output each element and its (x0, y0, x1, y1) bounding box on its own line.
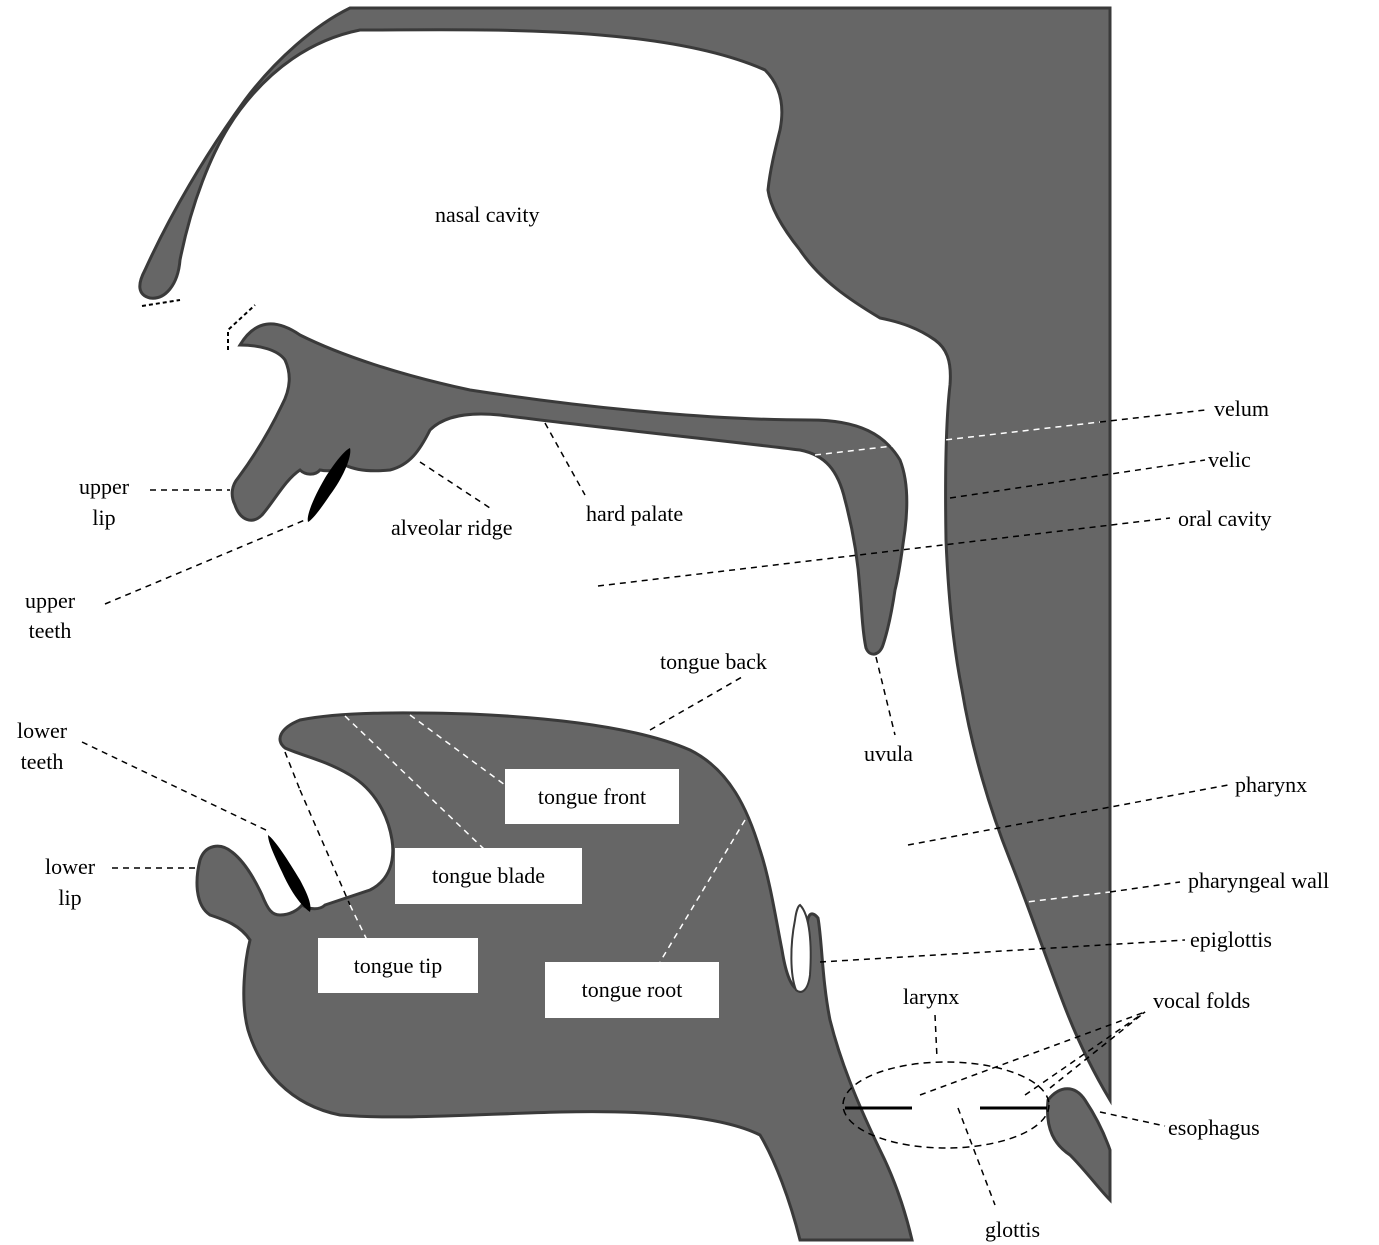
label-vocal-folds: vocal folds (1153, 986, 1250, 1016)
leader-lower-teeth (82, 742, 270, 832)
label-upper-teeth-line2: teeth (8, 616, 92, 646)
label-pharyngeal-wall: pharyngeal wall (1188, 866, 1329, 896)
label-velic: velic (1208, 445, 1251, 475)
lower-incisor (268, 835, 311, 912)
label-glottis: glottis (985, 1215, 1040, 1245)
leader-tongue-back (650, 677, 742, 730)
label-tongue-front: tongue front (505, 769, 679, 824)
leader-velum-ext (1100, 410, 1205, 422)
leader-tongue-tip-a (285, 752, 300, 790)
label-larynx: larynx (903, 982, 959, 1012)
leader-larynx (935, 1015, 937, 1058)
leader-alveolar-ridge (420, 462, 493, 510)
leader-esophagus (1100, 1112, 1165, 1126)
label-pharynx: pharynx (1235, 770, 1307, 800)
esophagus-tissue (1047, 1089, 1110, 1200)
leader-hard-palate (545, 423, 585, 495)
label-lower-lip-line2: lip (28, 883, 112, 913)
leader-pharyngeal-wall-ext (1110, 882, 1180, 892)
label-upper-lip-line1: upper (62, 472, 146, 502)
label-epiglottis: epiglottis (1190, 925, 1272, 955)
label-hard-palate: hard palate (586, 499, 683, 529)
label-lower-lip-line1: lower (28, 852, 112, 882)
label-nasal-cavity: nasal cavity (435, 200, 539, 230)
label-tongue-blade: tongue blade (395, 848, 582, 904)
label-lower-teeth-line1: lower (0, 716, 84, 746)
label-tongue-root: tongue root (545, 962, 719, 1018)
label-oral-cavity: oral cavity (1178, 504, 1271, 534)
label-upper-teeth-line1: upper (8, 586, 92, 616)
larynx-outline (843, 1062, 1049, 1148)
leader-tongue-tip-b (300, 790, 350, 905)
label-tongue-tip: tongue tip (318, 938, 478, 993)
label-esophagus: esophagus (1168, 1113, 1260, 1143)
leader-uvula (876, 657, 895, 735)
nostril-mark (142, 300, 255, 350)
leader-glottis (958, 1108, 995, 1205)
label-velum: velum (1214, 394, 1269, 424)
label-upper-lip-line2: lip (62, 503, 146, 533)
leader-epiglottis (820, 940, 1185, 962)
label-lower-teeth-line2: teeth (0, 747, 84, 777)
label-tongue-back: tongue back (660, 647, 767, 677)
label-alveolar-ridge: alveolar ridge (391, 513, 513, 543)
label-uvula: uvula (864, 739, 913, 769)
